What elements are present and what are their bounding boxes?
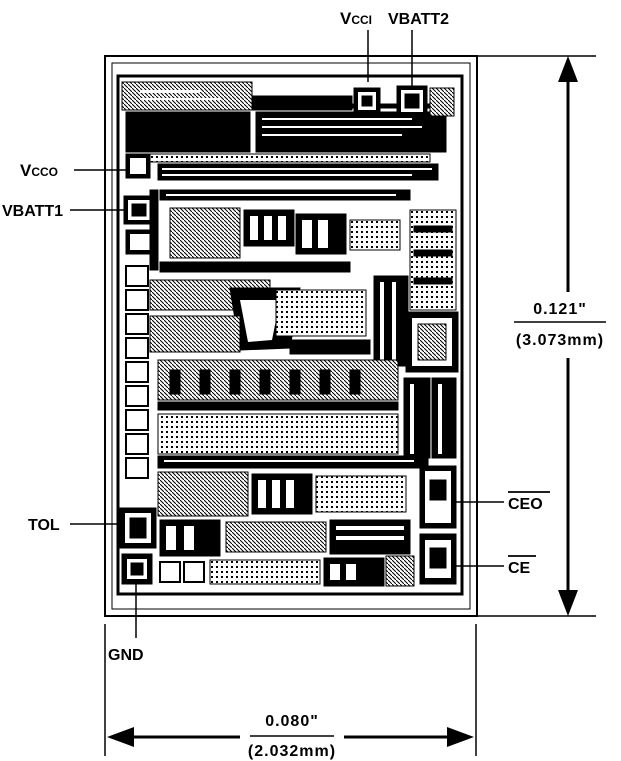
- gnd-label: GND: [108, 647, 144, 664]
- bottom-right-pads: [419, 465, 457, 585]
- middle-logic: [149, 189, 411, 367]
- pad-vbatt2: VBATT2: [388, 11, 449, 86]
- top-region: [121, 81, 447, 181]
- circuit-layout: [119, 81, 459, 587]
- pad-gnd: GND: [108, 584, 144, 664]
- tol-label: TOL: [28, 517, 60, 534]
- pad-ce: CE: [456, 555, 536, 577]
- height-millimeters: (3.073mm): [516, 332, 604, 349]
- width-inches: 0.080": [265, 713, 319, 730]
- pad-tol: TOL: [28, 517, 120, 534]
- down-arrowhead-icon: [558, 590, 578, 616]
- lower-logic: [157, 359, 429, 587]
- height-dimension: 0.121" (3.073mm): [478, 55, 620, 617]
- pad-ceo: CEO: [456, 491, 550, 513]
- width-millimeters: (2.032mm): [248, 743, 336, 760]
- pad-vbatt1: VBATT1: [2, 203, 124, 220]
- ce-label: CE: [508, 560, 531, 577]
- width-dimension: 0.080" (2.032mm): [104, 624, 477, 760]
- left-pad-column: [123, 153, 159, 479]
- ceo-label: CEO: [508, 496, 543, 513]
- vbatt1-label: VBATT1: [2, 203, 63, 220]
- height-inches: 0.121": [533, 301, 587, 318]
- vcci-label: VCCI: [340, 9, 372, 28]
- vcco-label: VCCO: [20, 161, 58, 180]
- left-arrowhead-icon: [107, 727, 134, 747]
- pad-vcci: VCCI: [340, 9, 372, 82]
- bottom-left-pads: [119, 507, 205, 585]
- right-column: [403, 209, 459, 459]
- pad-vcco: VCCO: [20, 161, 126, 180]
- vbatt2-label: VBATT2: [388, 11, 449, 28]
- up-arrowhead-icon: [558, 56, 578, 82]
- top-right-pads: [353, 85, 455, 117]
- right-arrowhead-icon: [447, 727, 474, 747]
